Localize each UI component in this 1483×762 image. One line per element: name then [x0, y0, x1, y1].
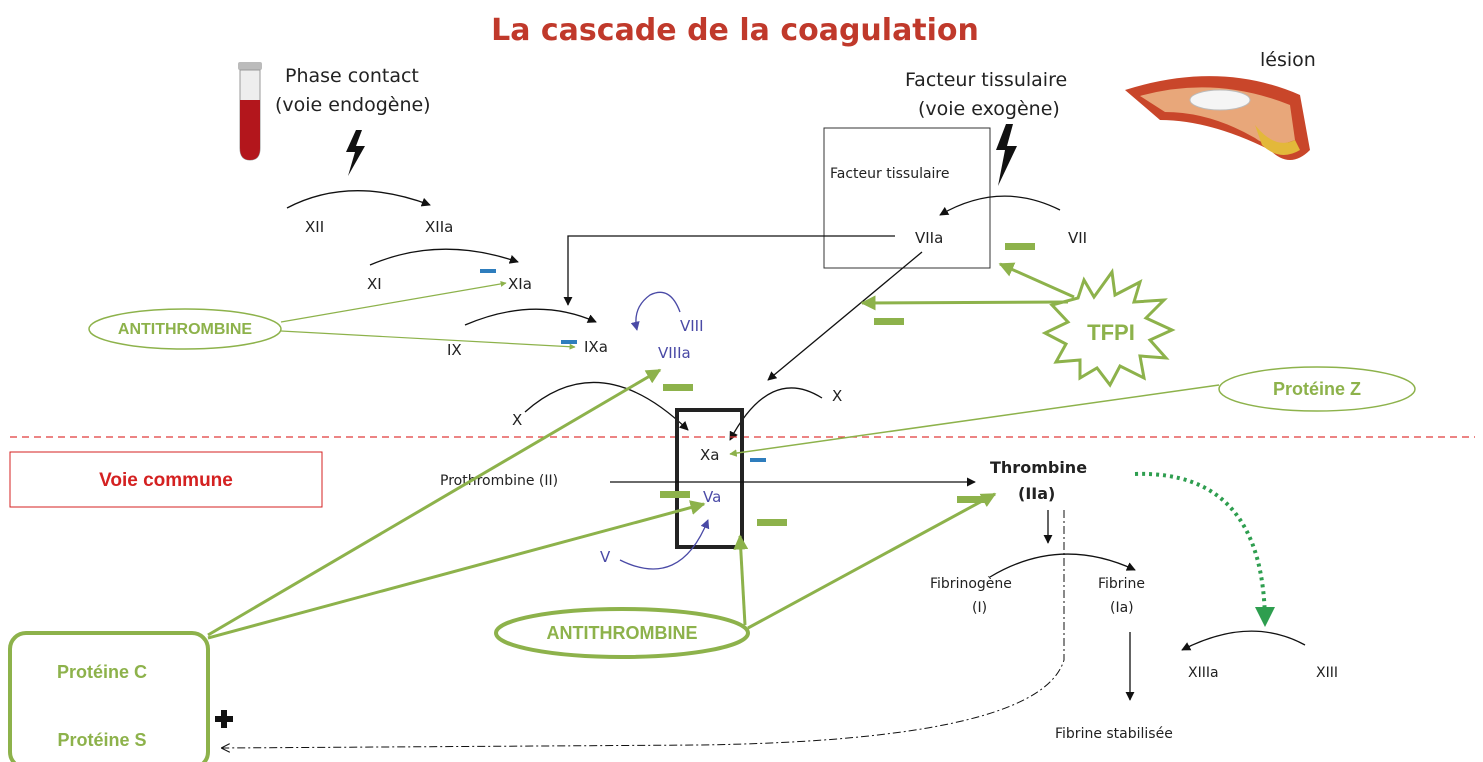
tfpi-burst	[1041, 268, 1176, 388]
factor-ix: IX	[447, 341, 462, 359]
antithrombin-ellipse-top	[88, 308, 282, 350]
arrow	[464, 308, 597, 326]
extrinsic-heading: Facteur tissulaire	[905, 69, 1067, 91]
arrow	[222, 510, 1065, 748]
diagram-title: La cascade de la coagulation	[491, 13, 979, 48]
protein-s-label: Protéine S	[57, 730, 146, 750]
inhibition-bar	[660, 491, 690, 498]
lightning-icon	[346, 130, 365, 176]
inhibition-mark	[480, 269, 496, 273]
factor-xiiia: XIIIa	[1188, 665, 1219, 681]
antithrombin-ellipse-bottom	[494, 607, 750, 659]
arrow	[1181, 630, 1306, 651]
extrinsic-subheading: (voie exogène)	[918, 98, 1060, 120]
common-pathway-label: Voie commune	[99, 470, 233, 491]
inhibition-arrow	[733, 534, 749, 626]
intrinsic-subheading: (voie endogène)	[275, 94, 431, 116]
protein-c-label: Protéine C	[57, 662, 147, 682]
arrow	[619, 519, 710, 570]
factor-xii: XII	[305, 218, 324, 236]
inhibition-bars	[660, 243, 1035, 526]
arrow	[369, 248, 519, 266]
inhibition-bar	[663, 384, 693, 391]
prothrombinase-box	[675, 408, 744, 549]
inhibition-bar	[757, 519, 787, 526]
arrow	[939, 195, 1061, 216]
inhibition-arrow	[747, 492, 997, 630]
inhibition-arrow	[280, 280, 507, 323]
tfpi-label: TFPI	[1087, 320, 1135, 345]
thrombin-sublabel: (IIa)	[1018, 484, 1055, 503]
thrombin-label: Thrombine	[990, 458, 1087, 477]
inhibition-arrow	[998, 262, 1075, 299]
inhibition-bar	[874, 318, 904, 325]
stabilized-fibrin-label: Fibrine stabilisée	[1055, 726, 1173, 742]
protein-z-label: Protéine Z	[1273, 379, 1361, 399]
factor-viia: VIIa	[915, 229, 943, 247]
arrow	[630, 291, 681, 331]
test-tube-icon	[238, 62, 262, 161]
factor-ixa: IXa	[584, 338, 608, 356]
protein-z-ellipse	[1218, 366, 1416, 412]
factor-v: V	[600, 548, 611, 566]
fibrin-label: Fibrine	[1098, 576, 1145, 592]
arrow	[767, 251, 923, 381]
factor-viiia: VIIIa	[658, 344, 691, 362]
factor-xi: XI	[367, 275, 382, 293]
inhibition-arrow	[860, 295, 1069, 311]
factor-viii: VIII	[680, 317, 704, 335]
common-pathway-box	[9, 451, 323, 508]
fibrin-sublabel: (Ia)	[1110, 600, 1134, 616]
factor-x-right: X	[832, 387, 842, 405]
arrow	[563, 235, 895, 306]
inhibition-arrow	[280, 330, 576, 350]
lightning-icon	[996, 124, 1017, 186]
arrow	[524, 381, 689, 431]
tissue-factor-box-label: Facteur tissulaire	[830, 166, 950, 182]
inhibition-arrow	[729, 384, 1220, 457]
factor-va: Va	[703, 488, 721, 506]
factor-vii: VII	[1068, 229, 1087, 247]
fibrinogen-label: Fibrinogène	[930, 576, 1012, 592]
arrow	[989, 553, 1136, 578]
fibrinogen-sublabel: (I)	[972, 600, 987, 616]
factor-xia: XIa	[508, 275, 532, 293]
inhibition-mark	[561, 340, 577, 344]
inhibition-arrow	[207, 368, 662, 637]
tissue-factor-box	[823, 127, 991, 269]
inhibition-bar	[1005, 243, 1035, 250]
antithrombin-label-bottom: ANTITHROMBINE	[547, 623, 698, 643]
factor-x-left: X	[512, 411, 522, 429]
arrow	[729, 387, 823, 441]
protein-c-s-box	[8, 631, 210, 762]
plus-icon	[215, 710, 233, 728]
intrinsic-heading: Phase contact	[285, 65, 419, 87]
lesion-label: lésion	[1260, 49, 1316, 71]
inhibition-bar	[957, 496, 987, 503]
vessel-lesion-icon	[1125, 76, 1310, 160]
arrow	[286, 190, 431, 209]
inhibition-mark	[750, 458, 766, 462]
antithrombin-label-top: ANTITHROMBINE	[118, 321, 253, 338]
factor-xiia: XIIa	[425, 218, 453, 236]
inhibition-arrow	[207, 500, 706, 640]
arrow	[1134, 471, 1275, 627]
factor-xiii: XIII	[1316, 665, 1338, 681]
prothrombin-label: Prothrombine (II)	[440, 473, 558, 489]
factor-xa: Xa	[700, 446, 719, 464]
